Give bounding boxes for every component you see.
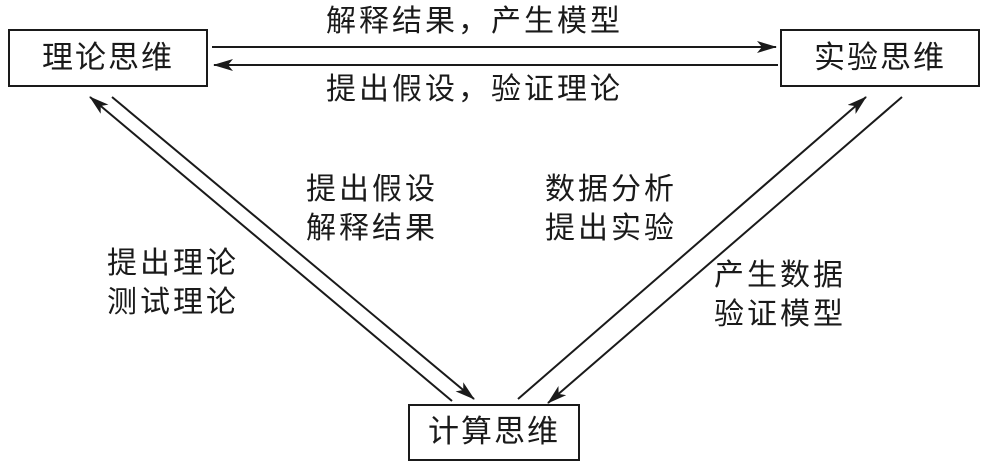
label-experiment-to-computation: 产生数据 验证模型 (714, 256, 846, 334)
label-experiment-to-theory: 提出假设，验证理论 (326, 72, 623, 107)
label-line-test-theory: 测试理论 (107, 285, 239, 320)
node-experimental-thinking: 实验思维 (780, 29, 980, 87)
node-theory-thinking: 理论思维 (8, 29, 208, 87)
label-line-data-analysis: 数据分析 (545, 172, 677, 207)
label-line-propose-theory: 提出理论 (107, 246, 239, 281)
label-line-propose-hypothesis: 提出假设 (306, 172, 438, 207)
arrow-computation-to-experiment (517, 96, 867, 400)
arrow-theory-to-computation (111, 96, 475, 400)
label-computation-to-theory: 提出假设 解释结果 (306, 170, 438, 248)
arrow-computation-to-theory (89, 96, 453, 402)
label-line-validate-model: 验证模型 (714, 297, 846, 332)
label-line-propose-experiment: 提出实验 (545, 211, 677, 246)
label-theory-to-experiment: 解释结果，产生模型 (326, 4, 623, 39)
label-line-explain-results: 解释结果 (306, 211, 438, 246)
node-computational-thinking: 计算思维 (408, 404, 580, 461)
label-theory-to-computation: 提出理论 测试理论 (107, 244, 239, 322)
label-line-generate-data: 产生数据 (714, 258, 846, 293)
label-computation-to-experiment: 数据分析 提出实验 (545, 170, 677, 248)
arrow-experiment-to-computation (547, 96, 903, 404)
